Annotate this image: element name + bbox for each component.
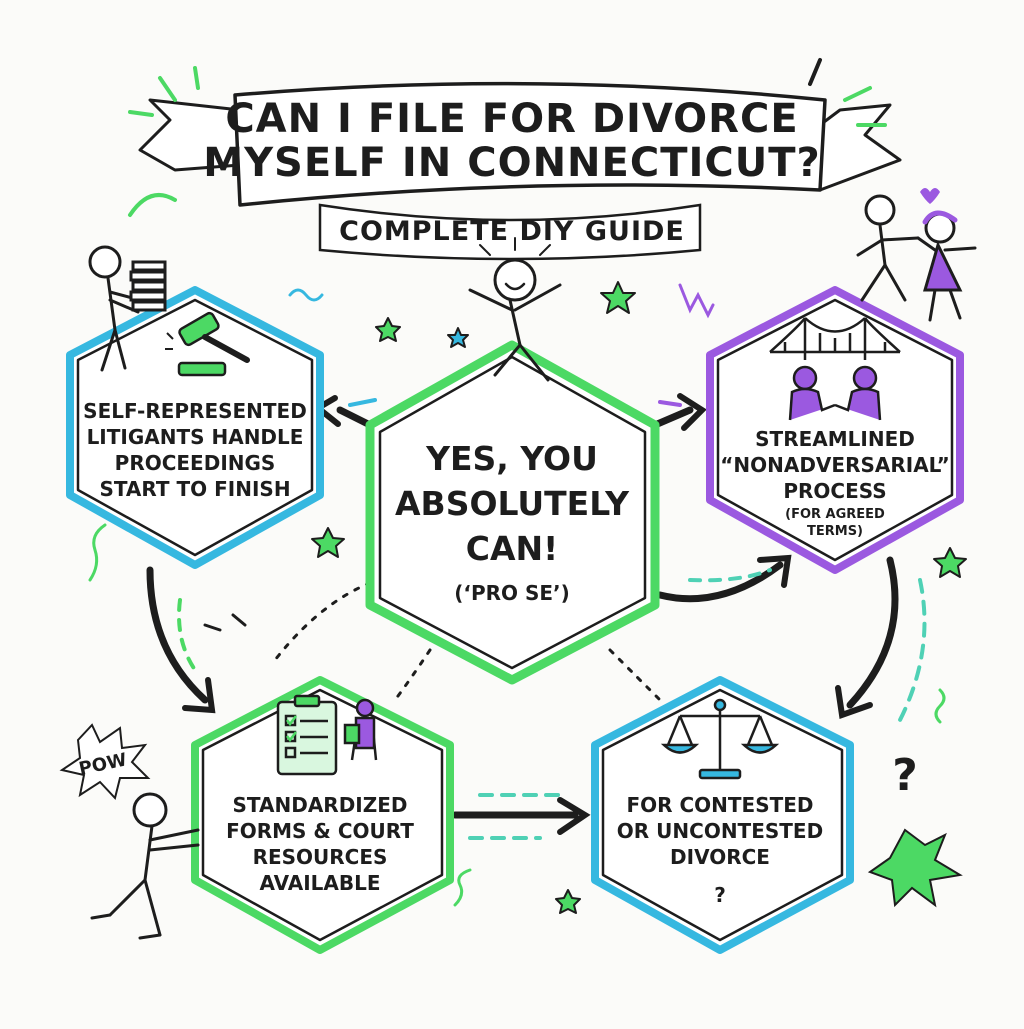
accent-dashes: [177, 398, 927, 840]
hex-bottom-right-line-3: DIVORCE: [670, 845, 770, 869]
flow-arrows: [146, 393, 899, 835]
title-banner: CAN I FILE FOR DIVORCE MYSELF IN CONNECT…: [138, 81, 902, 261]
title-sparkles: [128, 58, 887, 217]
scales-of-justice-icon: [660, 698, 780, 780]
arrow-to-top-right: [651, 406, 694, 429]
hex-bottom-right-line-2: OR UNCONTESTED: [617, 819, 823, 843]
hex-standardized-forms: STANDARDIZED FORMS & COURT RESOURCES AVA…: [191, 676, 454, 954]
star-icon: [311, 527, 345, 558]
hex-contested-uncontested: FOR CONTESTED OR UNCONTESTED DIVORCE ?: [591, 676, 854, 954]
question-mark-icon: ?: [892, 750, 918, 801]
bridge-handshake-icon: [769, 317, 901, 421]
jumping-stick-figure: [468, 237, 562, 382]
hex-top-left-line-4: START TO FINISH: [99, 477, 290, 501]
arrow-top-left-to-bottom-left: [146, 566, 209, 704]
star-icon: [375, 317, 401, 342]
hex-bottom-right-line-1: FOR CONTESTED: [626, 793, 813, 817]
arrow-top-right-to-bottom-right: [846, 556, 899, 709]
gavel-icon: [165, 311, 250, 377]
center-line-4: (‘PRO SE’): [454, 581, 570, 605]
paper-stack-icon: [129, 260, 167, 312]
center-line-2: ABSOLUTELY: [395, 484, 630, 523]
hex-top-right-line-3: PROCESS: [783, 479, 886, 503]
squiggles: [88, 283, 946, 907]
green-burst-icon: [867, 828, 963, 908]
dancing-couple: [856, 188, 977, 322]
star-icon: [555, 889, 581, 914]
pow-burst: POW: [59, 723, 151, 801]
clipboard-checklist-icon: [276, 694, 378, 776]
arrow-center-to-streamlined: [656, 561, 784, 603]
hex-bottom-left-line-1: STANDARDIZED: [233, 793, 408, 817]
hex-center-answer: YES, YOU ABSOLUTELY CAN! (‘PRO SE’): [365, 340, 660, 685]
hex-bottom-right-question: ?: [714, 883, 726, 907]
stick-figure-carrying-papers: [88, 245, 167, 372]
hex-top-left-line-3: PROCEEDINGS: [115, 451, 276, 475]
heart-icon: [920, 188, 940, 204]
star-icon: [447, 327, 469, 348]
decorative-stars: [311, 281, 967, 914]
title-line-1: CAN I FILE FOR DIVORCE: [225, 96, 798, 142]
title-line-2: MYSELF IN CONNECTICUT?: [203, 140, 820, 186]
hex-top-left-line-2: LITIGANTS HANDLE: [87, 425, 304, 449]
hex-top-right-note-1: (FOR AGREED: [785, 507, 885, 522]
hex-bottom-left-line-2: FORMS & COURT: [226, 819, 414, 843]
subtitle: COMPLETE DIY GUIDE: [339, 216, 685, 247]
star-icon: [600, 281, 636, 314]
center-line-1: YES, YOU: [425, 439, 598, 478]
hex-self-represented: SELF-REPRESENTED LITIGANTS HANDLE PROCEE…: [66, 286, 324, 569]
hex-bottom-left-line-4: AVAILABLE: [259, 871, 380, 895]
arrow-to-top-left: [336, 406, 374, 429]
star-icon: [933, 547, 967, 578]
hex-top-right-line-2: “NONADVERSARIAL”: [720, 453, 950, 477]
pushing-stick-figure: [90, 792, 200, 940]
hex-bottom-left-line-3: RESOURCES: [253, 845, 388, 869]
hex-top-left-line-1: SELF-REPRESENTED: [83, 399, 307, 423]
hex-streamlined: STREAMLINED “NONADVERSARIAL” PROCESS (FO…: [706, 286, 964, 574]
hex-top-right-note-2: TERMS): [807, 524, 863, 539]
center-line-3: CAN!: [466, 529, 558, 568]
hex-top-right-line-1: STREAMLINED: [755, 427, 915, 451]
